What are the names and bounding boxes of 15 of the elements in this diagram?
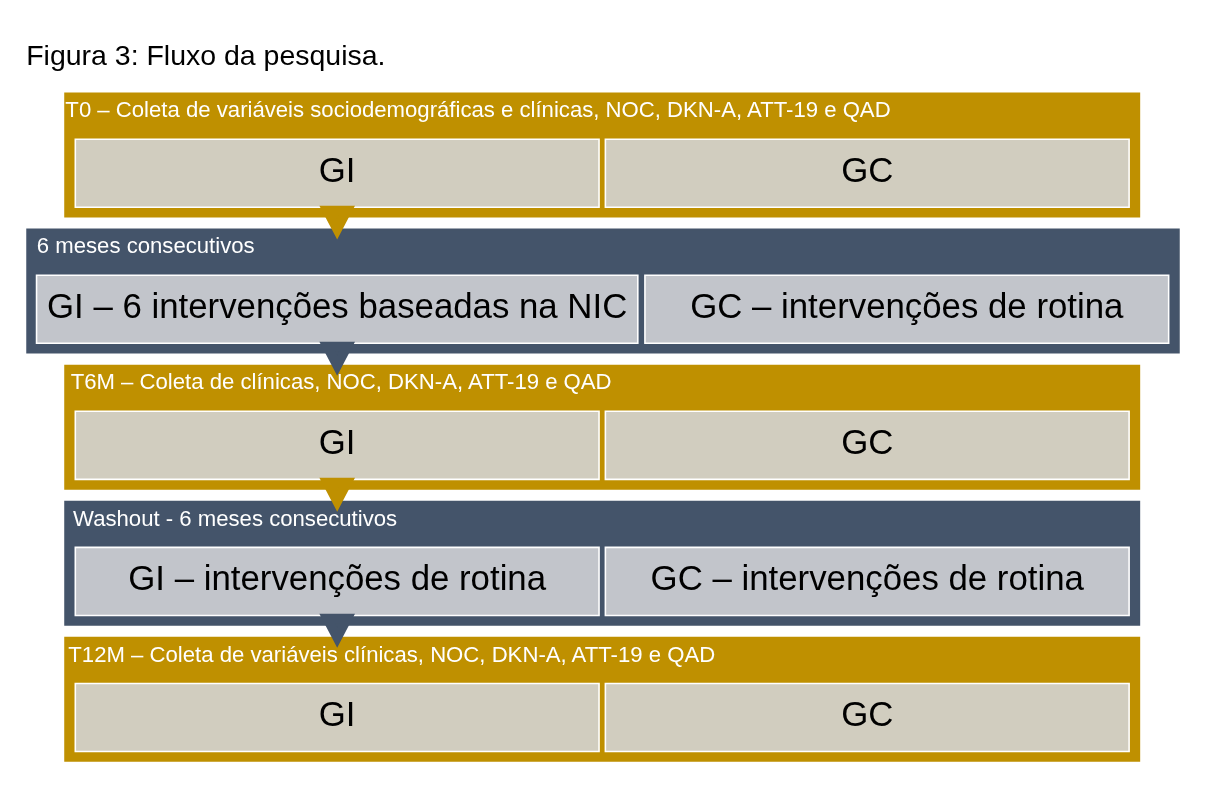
node-box: GI — [74, 682, 600, 753]
arrow — [319, 205, 355, 240]
node-box: GC — [604, 138, 1130, 208]
arrow — [319, 341, 355, 376]
diagram-title: Figura 3: Fluxo da pesquisa. — [26, 39, 386, 72]
node-box: GI — [74, 138, 600, 208]
arrow — [319, 613, 355, 648]
node-box: GI — [74, 410, 600, 481]
node-box: GI – 6 intervenções baseadas na NIC — [35, 274, 639, 345]
arrow — [319, 477, 355, 512]
node-box: GI – intervenções de rotina — [74, 546, 600, 617]
node-box: GC – intervenções de rotina — [644, 274, 1170, 345]
node-box: GC — [604, 682, 1130, 753]
node-box: GC – intervenções de rotina — [604, 546, 1130, 617]
node-box: GC — [604, 410, 1130, 481]
